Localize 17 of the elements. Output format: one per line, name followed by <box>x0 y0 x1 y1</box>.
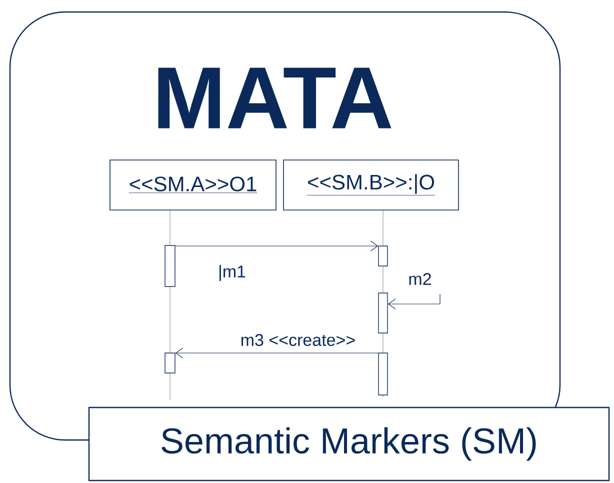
activation-bar <box>164 352 176 374</box>
lifeline-box: <<SM.A>>O1 <box>110 160 276 210</box>
edge-label: m3 <<create>> <box>239 332 357 348</box>
edge-label: m2 <box>407 272 433 286</box>
caption-box: Semantic Markers (SM) <box>88 406 610 482</box>
lifeline-box: <<SM.B>>:|O <box>283 160 459 210</box>
lifeline <box>382 266 384 293</box>
activation-bar <box>164 245 176 287</box>
edge-label: |m1 <box>216 264 248 282</box>
lifeline <box>382 210 384 246</box>
self-message-arrow <box>388 294 440 310</box>
activation-bar <box>378 292 388 334</box>
lifeline <box>382 333 384 353</box>
activation-bar <box>378 352 388 396</box>
activation-bar <box>378 246 388 266</box>
message-arrow <box>175 240 378 252</box>
message-arrow <box>175 348 378 358</box>
